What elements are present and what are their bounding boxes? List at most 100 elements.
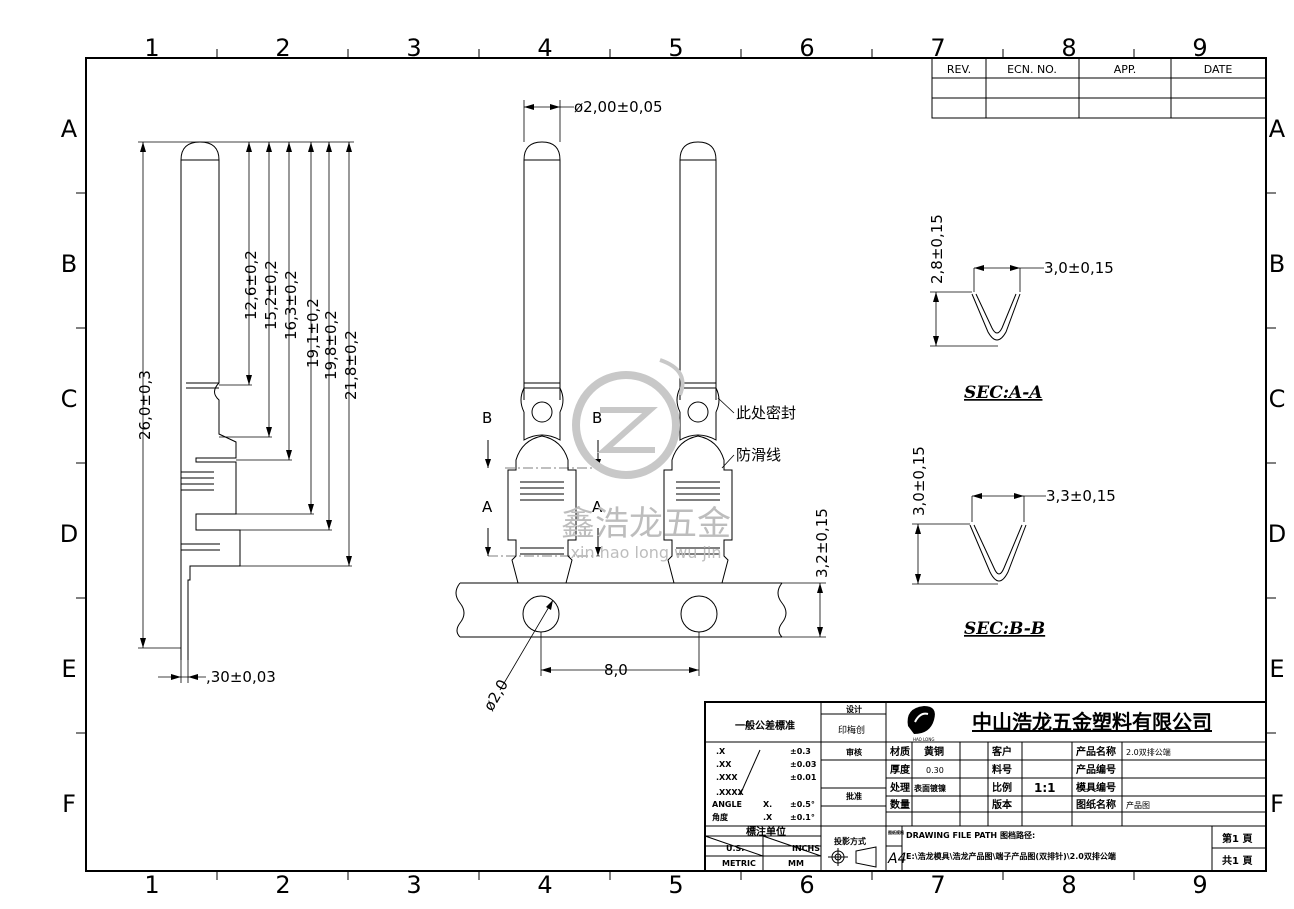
- file-path: E:\浩龙模具\浩龙产品图\端子产品图(双排针)\2.0双排公端: [906, 851, 1116, 861]
- zone-row-right: A: [1269, 115, 1286, 143]
- section-b-right: B: [592, 409, 602, 427]
- zone-row-right: B: [1269, 250, 1285, 278]
- zone-col-bottom: 3: [406, 871, 421, 899]
- bb-title: SEC:B-B: [964, 619, 1045, 639]
- zone-row-right: D: [1268, 520, 1286, 548]
- zone-row-left: B: [61, 250, 77, 278]
- unit-mm: MM: [788, 859, 804, 868]
- bb-width-dim: 3,3±0,15: [1046, 487, 1116, 505]
- treatment-value: 表面镀镍: [913, 783, 946, 793]
- dim-thickness: ,30±0,03: [206, 668, 276, 686]
- tol-xxx-v: ±0.01: [790, 773, 817, 782]
- size-value: A4: [887, 851, 906, 867]
- part-no-label: 料号: [992, 763, 1012, 776]
- tol-angle-m: X.: [763, 800, 772, 809]
- thickness-value: 0.30: [926, 766, 944, 775]
- dim-12-6: 12,6±0,2: [242, 250, 260, 320]
- zone-col-bottom: 6: [799, 871, 814, 899]
- rev-header: REV.: [947, 63, 971, 76]
- zone-row-left: E: [61, 655, 76, 683]
- section-bb: 3,3±0,15 3,0±0,15 SEC:B-B: [910, 446, 1116, 639]
- zone-col-bottom: 8: [1061, 871, 1076, 899]
- ecn-header: ECN. NO.: [1007, 63, 1057, 76]
- unit-left: U.S.: [726, 844, 744, 853]
- mold-no-label: 模具编号: [1076, 781, 1116, 794]
- tol-xx-v: ±0.03: [790, 760, 816, 769]
- section-a-right: A: [592, 498, 603, 516]
- aa-title: SEC:A-A: [964, 383, 1042, 403]
- watermark: 鑫浩龙五金 xin hao long wu jin: [561, 358, 731, 562]
- projection-symbol-icon: [828, 846, 877, 868]
- tol-x-v: ±0.3: [790, 747, 811, 756]
- product-name-value: 2.0双排公端: [1126, 747, 1171, 757]
- company-logo: HAO LONG: [907, 706, 935, 742]
- checker-label: 审核: [846, 747, 862, 757]
- product-no-label: 产品编号: [1076, 763, 1116, 776]
- tol-angle-cn-v: ±0.1°: [790, 813, 815, 822]
- file-path-label-cn: 图档路径:: [1000, 830, 1035, 840]
- scale-label: 比例: [992, 781, 1012, 794]
- watermark-cn: 鑫浩龙五金: [561, 504, 731, 544]
- zone-ticks: [76, 49, 1276, 880]
- file-path-label: DRAWING FILE PATH: [906, 831, 997, 840]
- unit-metric: METRIC: [722, 859, 756, 868]
- pin-diameter-dim: ø2,00±0,05: [574, 98, 663, 116]
- bb-height-dim: 3,0±0,15: [910, 446, 928, 516]
- antislip-note: 防滑线: [736, 446, 781, 464]
- tol-angle-v: ±0.5°: [790, 800, 815, 809]
- zone-row-right: C: [1269, 385, 1286, 413]
- drawing-name-label: 图纸名称: [1076, 798, 1116, 811]
- zone-row-left: C: [61, 385, 78, 413]
- side-view: 26,0±0,3 12,6±0,2 15,2±0,2 16,3±0,2 19,1…: [136, 141, 360, 686]
- thickness-label: 厚度: [890, 763, 911, 776]
- front-view: B B A A ø2,00±0,05 此处密封 防滑线 3,2±0,15 8,0: [455, 98, 831, 714]
- zone-col-bottom: 4: [537, 871, 552, 899]
- page-label: 第1 頁: [1222, 832, 1252, 845]
- dim-19-8: 19,8±0,2: [322, 310, 340, 380]
- dim-19-1: 19,1±0,2: [304, 298, 322, 368]
- size-label: 图纸规格: [888, 829, 905, 835]
- tol-angle-cn-m: .X: [763, 813, 773, 822]
- zone-row-left: D: [60, 520, 78, 548]
- zone-col-bottom: 7: [930, 871, 945, 899]
- product-name-label: 产品名称: [1076, 745, 1116, 758]
- outer-border: [85, 57, 1267, 872]
- designer-name: 印梅创: [838, 724, 865, 736]
- projection-label: 投影方式: [834, 836, 866, 846]
- zone-col-bottom: 2: [275, 871, 290, 899]
- tol-xx: .XX: [716, 760, 732, 769]
- treatment-label: 处理: [889, 781, 910, 794]
- zone-col-top: 6: [799, 34, 814, 62]
- date-header: DATE: [1204, 63, 1233, 76]
- pitch-dim: 8,0: [604, 661, 628, 679]
- logo-text: HAO LONG: [913, 737, 934, 742]
- tol-xxx: .XXX: [716, 773, 738, 782]
- tol-angle-cn: 角度: [712, 812, 729, 822]
- zone-col-top: 8: [1061, 34, 1076, 62]
- aa-height-dim: 2,8±0,15: [928, 214, 946, 284]
- section-aa: 3,0±0,15 2,8±0,15 SEC:A-A: [928, 214, 1114, 403]
- dim-16-3: 16,3±0,2: [282, 270, 300, 340]
- designer-label: 设计: [846, 704, 862, 714]
- company-name: 中山浩龙五金塑料有限公司: [972, 710, 1212, 734]
- zone-col-top: 3: [406, 34, 421, 62]
- zone-labels: 1 2 3 4 5 6 7 8 9 1 2 3 4 5 6 7 8 9 A B …: [60, 34, 1286, 899]
- scale-value: 1:1: [1034, 781, 1056, 795]
- section-b-left: B: [482, 409, 492, 427]
- dim-26: 26,0±0,3: [136, 370, 154, 440]
- total-label: 共1 頁: [1222, 854, 1252, 867]
- material-value: 黄铜: [924, 745, 944, 758]
- zone-row-left: F: [62, 790, 76, 818]
- material-label: 材质: [890, 745, 910, 758]
- zone-col-bottom: 9: [1192, 871, 1207, 899]
- tol-xxxx: .XXXX: [716, 788, 745, 797]
- zone-row-right: F: [1270, 790, 1284, 818]
- height-dim: 3,2±0,15: [813, 508, 831, 578]
- dim-15-2: 15,2±0,2: [262, 260, 280, 330]
- section-a-left: A: [482, 498, 493, 516]
- zone-row-right: E: [1269, 655, 1284, 683]
- drawing-name-value: 产品图: [1126, 800, 1150, 810]
- tolerance-title: 一般公差標准: [735, 719, 795, 732]
- zone-col-top: 7: [930, 34, 945, 62]
- seal-note: 此处密封: [736, 404, 796, 422]
